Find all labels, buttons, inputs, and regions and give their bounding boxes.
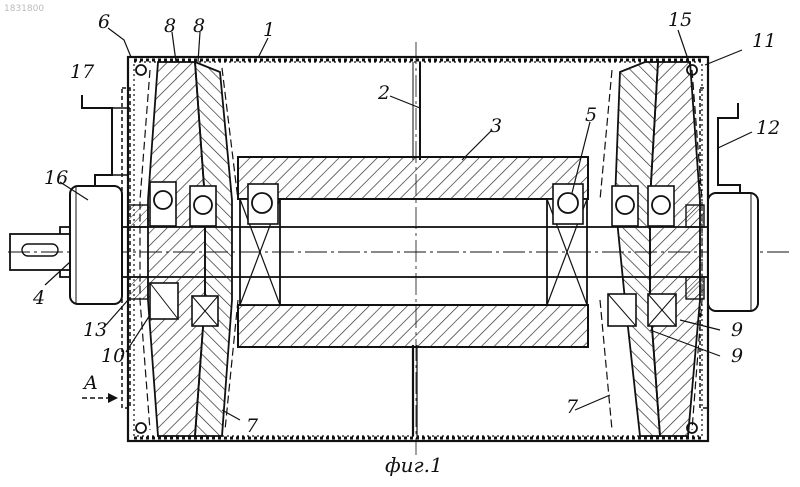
label-8-second: 8 [193,15,205,37]
label-7-right: 7 [566,396,579,418]
label-2: 2 [377,82,390,104]
label-5: 5 [585,104,597,126]
watermark-text: 1831800 [4,4,44,14]
label-7-left: 7 [246,415,259,437]
right-bracket [718,103,740,193]
label-4: 4 [32,287,45,309]
label-a: A [82,372,98,394]
label-9-lower: 9 [731,345,743,367]
label-17: 17 [70,61,95,83]
figure-caption: фиг.1 [385,453,443,477]
label-8-first: 8 [164,15,176,37]
central-partition [413,62,420,436]
label-13: 13 [83,319,107,341]
label-16: 16 [44,167,68,189]
label-12: 12 [756,117,780,139]
label-9-upper: 9 [731,319,743,341]
label-10: 10 [101,345,125,367]
flow-arrow-a [82,393,118,403]
label-1: 1 [263,19,275,41]
label-3: 3 [490,115,502,137]
label-15: 15 [668,9,692,31]
left-bracket [82,95,112,186]
label-11: 11 [752,30,776,52]
left-pulley [70,186,122,304]
right-pulley [708,193,758,311]
label-6: 6 [98,11,110,33]
